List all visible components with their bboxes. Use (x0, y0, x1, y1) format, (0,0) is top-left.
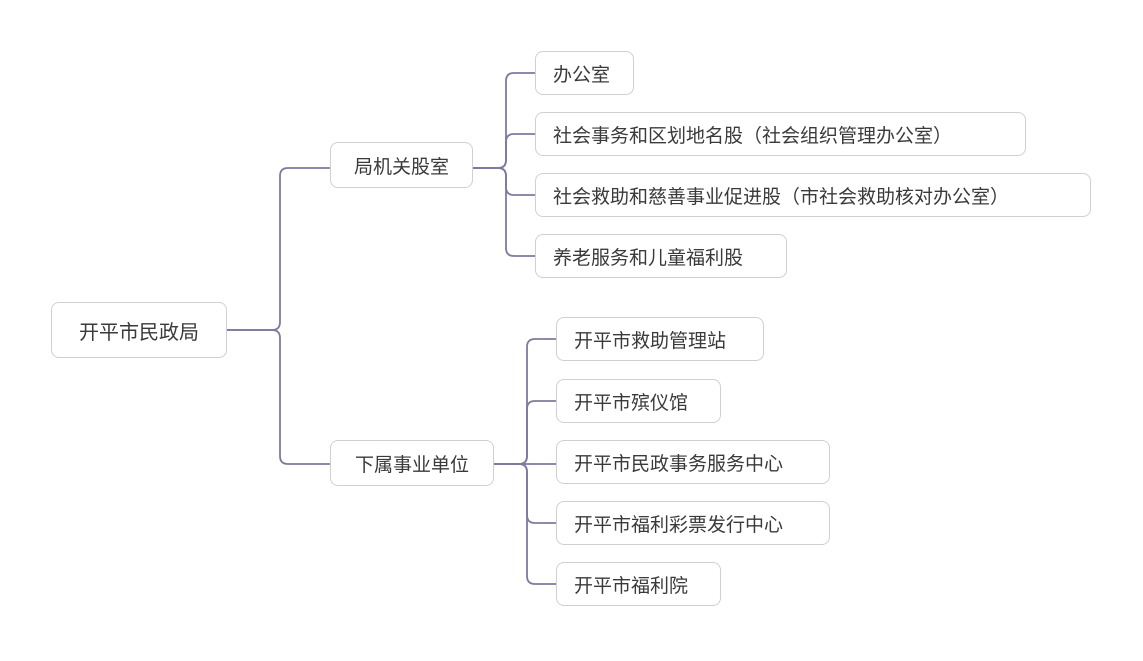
connector-root-branch-1 (226, 167, 331, 331)
leaf-node-lottery-center[interactable]: 开平市福利彩票发行中心 (556, 501, 830, 545)
connector-branch-1-leaf-2 (472, 133, 536, 169)
leaf-node-funeral-home[interactable]: 开平市殡仪馆 (556, 379, 721, 423)
root-node[interactable]: 开平市民政局 (51, 302, 227, 358)
leaf-node-service-center[interactable]: 开平市民政事务服务中心 (556, 440, 830, 484)
connector-branch-1-leaf-4 (472, 167, 536, 257)
connector-branch-2-leaf-5 (493, 463, 557, 585)
leaf-node-social-assistance[interactable]: 社会救助和慈善事业促进股（市社会救助核对办公室） (535, 173, 1091, 217)
leaf-node-office[interactable]: 办公室 (535, 51, 634, 95)
connector-branch-1-leaf-1 (472, 72, 536, 169)
connector-branch-2-leaf-2 (493, 400, 557, 465)
leaf-node-relief-station[interactable]: 开平市救助管理站 (556, 317, 764, 361)
connector-branch-2-leaf-4 (493, 463, 557, 524)
leaf-node-elderly-child-welfare[interactable]: 养老服务和儿童福利股 (535, 234, 787, 278)
connector-branch-1-leaf-3 (472, 167, 536, 196)
leaf-node-social-affairs[interactable]: 社会事务和区划地名股（社会组织管理办公室） (535, 112, 1026, 156)
branch-node-bureau-offices[interactable]: 局机关股室 (330, 142, 473, 188)
branch-node-affiliated-units[interactable]: 下属事业单位 (330, 440, 494, 486)
connector-root-branch-2 (226, 329, 331, 465)
leaf-node-welfare-home[interactable]: 开平市福利院 (556, 562, 721, 606)
